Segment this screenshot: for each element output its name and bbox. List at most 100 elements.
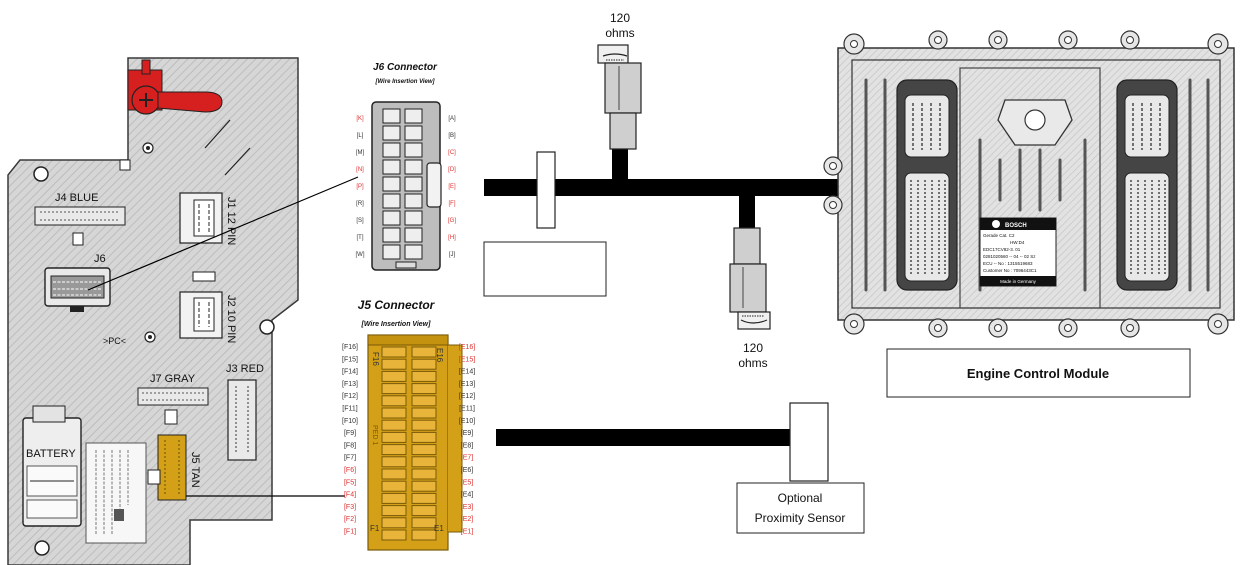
- j5-subtitle: [Wire Insertion View]: [361, 321, 432, 328]
- j5-pin-label: [F14]: [342, 369, 358, 376]
- j5-right-pin-labels: [E16][E15][E14][E13][E12][E11][E10][E9][…: [459, 344, 475, 536]
- j5-title: J5 Connector: [358, 298, 436, 312]
- cavity: [381, 480, 407, 492]
- cavity: [411, 456, 437, 468]
- j6-subtitle: [Wire Insertion View]: [374, 79, 435, 85]
- j6-connector-detail: J6 Connector [Wire Insertion View] [K] [L…: [356, 62, 456, 271]
- cavity: [404, 244, 423, 260]
- ecm-label-box: [886, 348, 1191, 398]
- lower-drop-cable: [739, 194, 755, 230]
- cavity: [404, 210, 423, 226]
- j6-pin-label: [L]: [357, 133, 364, 139]
- j5-pin-label: [E1]: [461, 529, 474, 536]
- j5-pin-label: [F8]: [344, 442, 356, 449]
- mount-hole-icon: [33, 142, 275, 556]
- cavity: [404, 108, 423, 124]
- terminator-top-value: 120: [610, 11, 630, 25]
- ecm-brand: BOSCH: [1005, 223, 1027, 229]
- sensor-label-box: [736, 482, 865, 534]
- proximity-sensor: Optional Proximity Sensor: [496, 402, 865, 534]
- terminator-bottom-unit: ohms: [738, 356, 767, 370]
- cavity: [411, 444, 437, 456]
- cavity: [411, 383, 437, 395]
- j6-pin-label: [C]: [448, 150, 456, 156]
- j5-board-connector: [157, 434, 187, 501]
- j5-pin-label: [F5]: [344, 479, 356, 486]
- j6-pin-label: [M]: [356, 150, 365, 156]
- pc-label: >PC<: [103, 336, 126, 346]
- cavity: [381, 456, 407, 468]
- j6-pin-label: [J]: [449, 252, 456, 258]
- cavity: [382, 176, 401, 192]
- j5-pin-label: [F12]: [342, 393, 358, 400]
- j6-pin-label: [R]: [356, 201, 364, 207]
- cavity: [382, 210, 401, 226]
- j5-pin-label: [F3]: [344, 504, 356, 511]
- j5-pin-label: [E11]: [459, 406, 475, 413]
- cavity: [382, 142, 401, 158]
- j5-pin-label: [F16]: [342, 344, 358, 351]
- cavity: [382, 108, 401, 124]
- j5-cavities: [381, 346, 437, 541]
- j5-pin-label: [F13]: [342, 381, 358, 388]
- cavity: [381, 358, 407, 370]
- cavity: [411, 492, 437, 504]
- j6-pin-label: [K]: [356, 116, 364, 122]
- j5-pin-label: [F15]: [342, 356, 358, 363]
- j5-pin-label: [E10]: [459, 418, 475, 425]
- j6-left-pin-labels: [K][L][M][N][P][R][S][T][W]: [356, 116, 365, 258]
- ecm-connector-right: [1116, 79, 1178, 291]
- j5-body-ped: PED 1: [371, 425, 378, 445]
- cavity: [381, 505, 407, 517]
- j5-pin-label: [E13]: [459, 381, 475, 388]
- j6-pin-label: [H]: [448, 235, 456, 241]
- cavity: [411, 505, 437, 517]
- sensor-cable: [496, 429, 790, 446]
- j5-pin-label: [E3]: [461, 504, 474, 511]
- j5-pin-label: [F6]: [344, 467, 356, 474]
- cavity: [404, 176, 423, 192]
- blank-label-box: [483, 241, 607, 297]
- j7-connector: [137, 387, 209, 406]
- cavity: [382, 227, 401, 243]
- terminator-top: 120 ohms: [597, 11, 642, 150]
- j6-pin-label: [B]: [448, 133, 456, 139]
- j6-title: J6 Connector: [373, 62, 438, 73]
- ecm-nameplate: BOSCH Gerade Cat. C2 HW:D4 EDC17CV82-3. …: [979, 217, 1057, 287]
- battery-label: BATTERY: [26, 448, 76, 460]
- cavity: [382, 244, 401, 260]
- j5-pin-label: [E14]: [459, 369, 475, 376]
- j6-pin-label: [F]: [449, 201, 456, 207]
- j7-label: J7 GRAY: [150, 373, 196, 385]
- ecm-connector-left: [896, 79, 958, 291]
- cavity: [381, 419, 407, 431]
- j5-body-e1: E1: [434, 524, 444, 533]
- cavity: [411, 529, 437, 541]
- j5-pin-label: [F9]: [344, 430, 356, 437]
- j4-label: J4 BLUE: [55, 192, 98, 204]
- j5-pin-label: [F7]: [344, 455, 356, 462]
- j5-pin-label: [F4]: [344, 492, 356, 499]
- trunk-boot: [536, 151, 556, 229]
- j5-body-f16: F16: [371, 352, 380, 366]
- j6-pin-label: [T]: [357, 235, 364, 241]
- cavity: [381, 517, 407, 529]
- cavity: [411, 431, 437, 443]
- cavity: [404, 193, 423, 209]
- main-trunk-cable: [484, 179, 849, 196]
- j5-pin-label: [E15]: [459, 356, 475, 363]
- j5-left-pin-labels: [F16][F15][F14][F13][F12][F11][F10][F9][…: [342, 344, 358, 536]
- j5-pin-label: [E9]: [461, 430, 474, 437]
- j5-connector-detail: J5 Connector [Wire Insertion View] F16 E…: [342, 298, 475, 551]
- cavity: [411, 346, 437, 358]
- j6-cavities: [382, 108, 423, 260]
- cavity: [381, 444, 407, 456]
- cavity: [382, 193, 401, 209]
- j5-pin-label: [E12]: [459, 393, 475, 400]
- cavity: [381, 468, 407, 480]
- cavity: [404, 125, 423, 141]
- ecm-plate-line6: Customer No : 7096443C1: [983, 268, 1037, 273]
- j5-pin-label: [E6]: [461, 467, 474, 474]
- sensor-body: [789, 402, 829, 482]
